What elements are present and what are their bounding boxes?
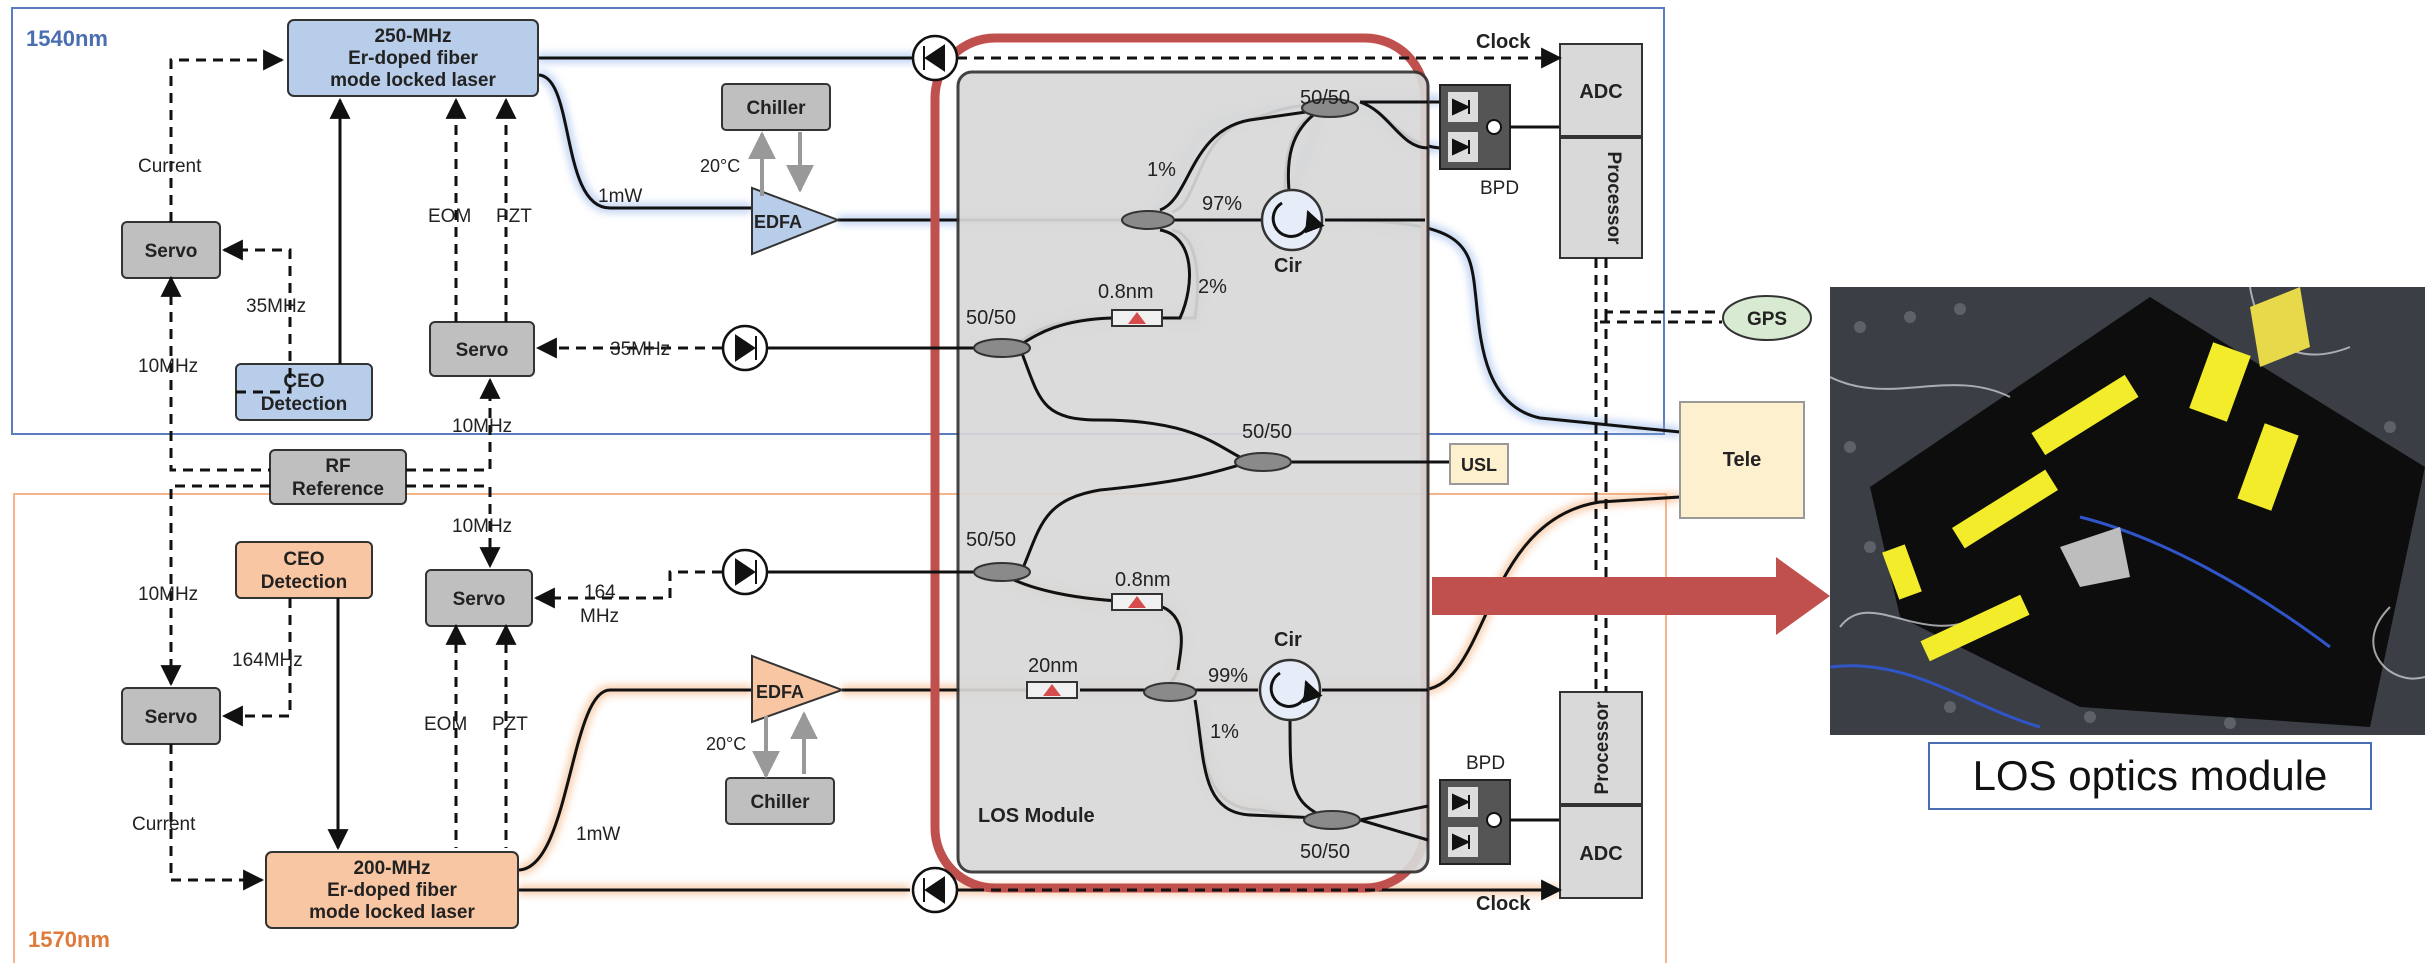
coupler-99pct	[1144, 683, 1196, 701]
los-module-box	[958, 72, 1428, 872]
photodetector-35mhz	[723, 326, 767, 370]
photodetector-clock-bottom	[913, 868, 957, 912]
label-1pct-top: 1%	[1147, 159, 1176, 181]
temp-bottom: 20°C	[706, 734, 746, 754]
label-1pct-bottom: 1%	[1210, 721, 1239, 743]
servo-top-left-label: Servo	[145, 241, 198, 262]
pointer-arrow	[1432, 557, 1830, 635]
f164-right-a: 164	[584, 582, 616, 603]
laser-top-line2: Er-doped fiber	[348, 48, 478, 69]
circulator-bottom	[1260, 660, 1320, 720]
clock-bottom-label: Clock	[1476, 893, 1531, 915]
pzt-bottom: PZT	[492, 714, 528, 735]
mw-top: 1mW	[598, 186, 642, 207]
label-97pct: 97%	[1202, 193, 1242, 215]
chiller-top-label: Chiller	[746, 98, 806, 119]
circulator-bottom-label: Cir	[1274, 629, 1302, 651]
laser-bottom-line1: 200-MHz	[353, 858, 430, 879]
adc-bottom-label: ADC	[1579, 843, 1622, 865]
temp-top: 20°C	[700, 156, 740, 176]
adc-top-label: ADC	[1579, 81, 1622, 103]
eom-top: EOM	[428, 206, 471, 227]
f10-left-bottom: 10MHz	[138, 584, 198, 605]
filter-08nm-bottom	[1112, 594, 1162, 610]
pzt-top: PZT	[496, 206, 532, 227]
mw-bottom: 1mW	[576, 824, 620, 845]
laser-top-line3: mode locked laser	[330, 70, 496, 91]
current-top: Current	[138, 156, 202, 177]
f10-mid-top: 10MHz	[452, 416, 512, 437]
processor-top-label: Processor	[1603, 152, 1624, 246]
ceo-top-line2: Detection	[261, 394, 348, 415]
ceo-bottom-line1: CEO	[283, 549, 324, 570]
bpd-bottom	[1440, 780, 1510, 864]
edfa-bottom-label: EDFA	[756, 682, 804, 702]
label-20nm: 20nm	[1028, 655, 1078, 677]
photo-caption: LOS optics module	[1928, 742, 2372, 810]
coupler-1pct	[1122, 211, 1174, 229]
circulator-top	[1262, 190, 1322, 250]
label-99pct: 99%	[1208, 665, 1248, 687]
filter-08nm-top	[1112, 310, 1162, 326]
label-08nm-bottom: 0.8nm	[1115, 569, 1171, 591]
edfa-top-label: EDFA	[754, 212, 802, 232]
label-2pct: 2%	[1198, 276, 1227, 298]
processor-top-block	[1560, 138, 1642, 258]
laser-top-line1: 250-MHz	[374, 26, 451, 47]
f10-mid-bottom: 10MHz	[452, 516, 512, 537]
photodetector-clock-top	[913, 36, 957, 80]
coupler-5050-usl	[1235, 453, 1291, 471]
f35-left: 35MHz	[246, 296, 306, 317]
current-bottom: Current	[132, 814, 196, 835]
usl-label: USL	[1461, 455, 1497, 475]
f164-right-b: MHz	[580, 606, 619, 627]
circulator-top-label: Cir	[1274, 255, 1302, 277]
tele-label: Tele	[1723, 449, 1762, 471]
bpd-bottom-label: BPD	[1466, 753, 1505, 774]
chiller-bottom-label: Chiller	[750, 792, 810, 813]
bpd-top	[1440, 85, 1510, 169]
label-5050-usl: 50/50	[1242, 421, 1292, 443]
photodetector-164mhz	[723, 550, 767, 594]
servo-bottom-mid-label: Servo	[453, 589, 506, 610]
f164-left: 164MHz	[232, 650, 303, 671]
processor-bottom-label: Processor	[1592, 701, 1613, 795]
label-5050-top-bpd: 50/50	[1300, 87, 1350, 109]
label-5050-left-bottom: 50/50	[966, 529, 1016, 551]
coupler-5050-bottom-bpd	[1304, 811, 1360, 829]
region-1570nm-label: 1570nm	[28, 927, 110, 952]
region-1540nm-label: 1540nm	[26, 26, 108, 51]
coupler-5050-left-top	[974, 339, 1030, 357]
rf-line2: Reference	[292, 479, 384, 500]
f10-left-top: 10MHz	[138, 356, 198, 377]
ceo-bottom-line2: Detection	[261, 572, 348, 593]
f35-mid: 35MHz	[610, 339, 670, 360]
los-module-label: LOS Module	[978, 805, 1095, 827]
label-5050-left-top: 50/50	[966, 307, 1016, 329]
laser-bottom-line2: Er-doped fiber	[327, 880, 457, 901]
label-08nm-top: 0.8nm	[1098, 281, 1154, 303]
servo-bottom-left-label: Servo	[145, 707, 198, 728]
rf-line1: RF	[325, 456, 350, 477]
bpd-top-label: BPD	[1480, 178, 1519, 199]
eom-bottom: EOM	[424, 714, 467, 735]
los-module-photo	[1830, 287, 2425, 735]
laser-bottom-line3: mode locked laser	[309, 902, 475, 923]
gps-label: GPS	[1747, 309, 1787, 330]
servo-top-mid-label: Servo	[456, 340, 509, 361]
label-5050-bottom-bpd: 50/50	[1300, 841, 1350, 863]
coupler-5050-left-bottom	[974, 563, 1030, 581]
clock-top-label: Clock	[1476, 31, 1531, 53]
filter-20nm	[1027, 682, 1077, 698]
